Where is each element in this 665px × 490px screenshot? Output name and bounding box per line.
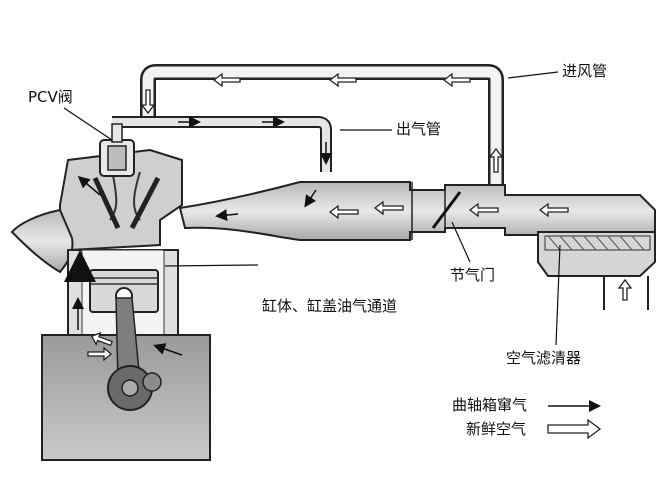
outlet-pipe <box>112 116 332 172</box>
air-filter-label: 空气滤清器 <box>506 349 582 367</box>
legend-fresh-air-label: 新鲜空气 <box>466 420 527 438</box>
intake-duct <box>140 64 504 195</box>
intake-manifold <box>178 181 656 241</box>
blowby-arrows <box>72 116 332 356</box>
legend-blowby-label: 曲轴箱窜气 <box>452 396 528 414</box>
fresh-air-arrows <box>87 72 633 362</box>
exhaust-runner <box>10 208 74 274</box>
throttle-label: 节气门 <box>450 266 496 284</box>
pcv-valve-label: PCV阀 <box>28 88 73 106</box>
cylinder-passage-label: 缸体、缸盖油气通道 <box>262 297 398 315</box>
connecting-rod <box>107 297 162 411</box>
intake-pipe-label: 进风管 <box>562 62 608 80</box>
leader-lines <box>63 71 561 346</box>
pcv-valve <box>99 123 135 177</box>
outlet-pipe-label: 出气管 <box>396 120 442 138</box>
air-filter-box <box>537 231 656 310</box>
throttle-plate <box>431 191 462 229</box>
legend-fresh-air-arrow <box>547 418 602 440</box>
cylinder-head <box>59 148 183 252</box>
